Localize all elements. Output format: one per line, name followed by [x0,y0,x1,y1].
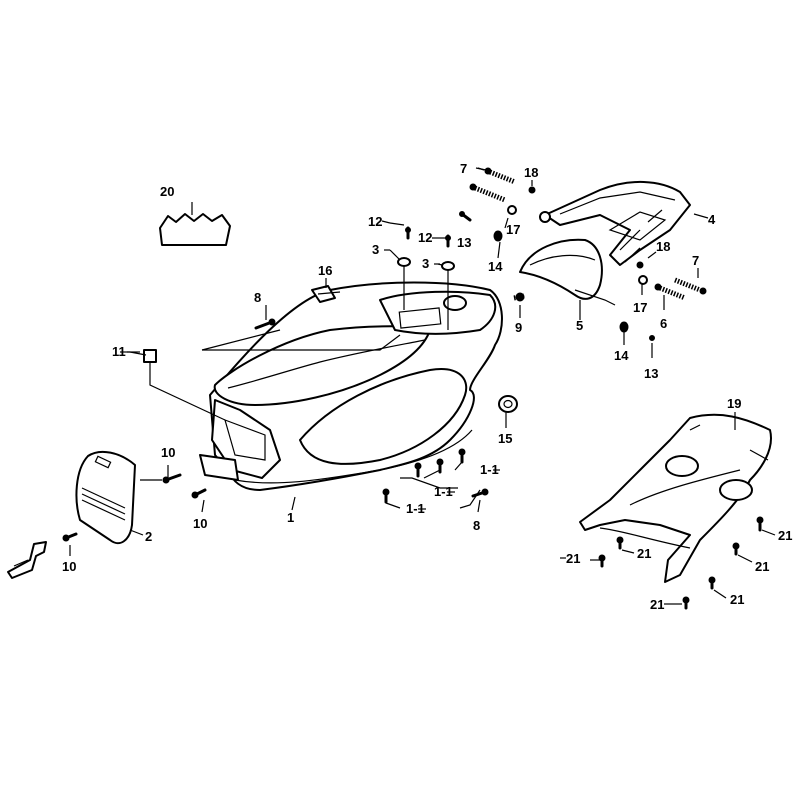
callout-14-a: 14 [488,259,503,274]
callout-12-a: 12 [368,214,382,229]
callout-17-a: 17 [506,222,520,237]
callout-13-a: 13 [457,235,471,250]
callout-10-a: 10 [161,445,175,460]
callout-5: 5 [576,318,583,333]
callout-16: 16 [318,263,332,278]
callout-7-a: 7 [460,161,467,176]
callout-18-b: 18 [656,239,670,254]
callout-12-b: 12 [418,230,432,245]
part-19-under-fender [579,413,772,583]
callout-4: 4 [708,212,716,227]
callout-20: 20 [160,184,174,199]
callout-8-lower: 8 [473,518,480,533]
callout-18-a: 18 [524,165,538,180]
callout-19: 19 [727,396,741,411]
small-bracket [7,541,47,579]
callout-21-b: 21 [755,559,769,574]
fasteners [62,167,764,610]
callout-6: 6 [660,316,667,331]
callout-13-b: 13 [644,366,658,381]
part-15-grommet [498,395,518,413]
callout-21-f: 21 [650,597,664,612]
callout-1-1-a: 1-1 [480,462,499,477]
callout-dashes [127,167,672,605]
callout-1-1-b: 1-1 [434,484,453,499]
callout-3-b: 3 [422,256,429,271]
part-16-clip [311,285,341,303]
callout-15: 15 [498,431,512,446]
callout-labels: 20 1 2 11 8 8 16 12 12 3 3 9 15 10 10 10… [62,161,792,612]
callout-1-1-c: 1-1 [406,501,425,516]
callout-21-a: 21 [778,528,792,543]
callout-21-e: 21 [566,551,580,566]
callout-17-b: 17 [633,300,647,315]
callout-7-b: 7 [692,253,699,268]
part-5-rear-guard [519,238,616,306]
callout-21-c: 21 [730,592,744,607]
callout-1: 1 [287,510,294,525]
part-2-side-cover [75,450,136,545]
callout-11: 11 [112,344,126,359]
callout-14-b: 14 [614,348,629,363]
part-4-rear-rack [539,181,691,266]
callout-3-a: 3 [372,242,379,257]
callout-10-c: 10 [62,559,76,574]
leader-lines [69,167,776,605]
part-20-trim-strip [159,213,231,246]
callout-8-upper: 8 [254,290,261,305]
callout-9: 9 [515,320,522,335]
callout-2: 2 [145,529,152,544]
callout-21-d: 21 [637,546,651,561]
part-11-nut [143,349,157,363]
callout-10-b: 10 [193,516,207,531]
part-1-body-cover [199,281,503,491]
